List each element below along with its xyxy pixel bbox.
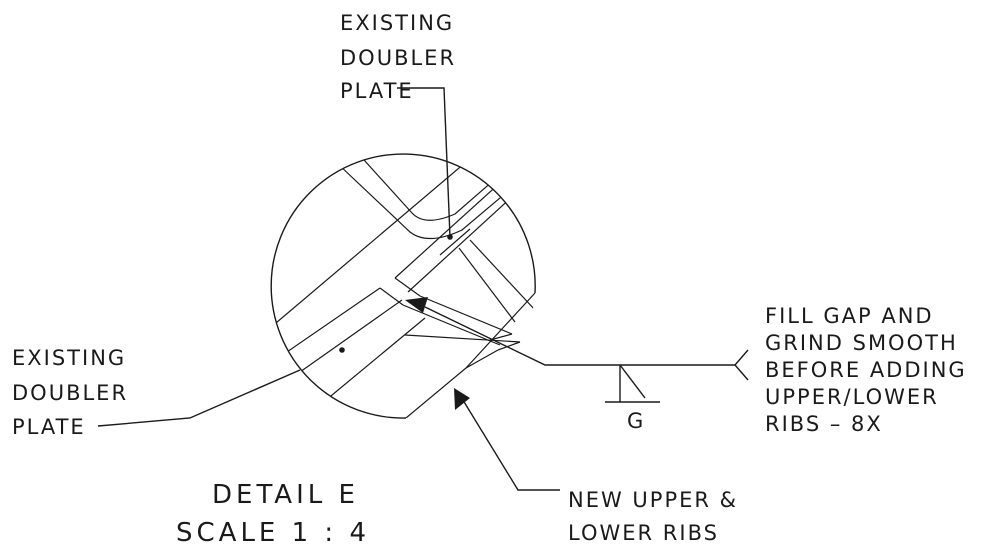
detail-geometry — [271, 154, 535, 418]
leader-dot-left — [339, 347, 345, 353]
leader-fill-gap-tail — [734, 349, 749, 381]
detail-circle — [270, 153, 536, 419]
label-left-doubler: EXISTING DOUBLER PLATE — [12, 346, 128, 439]
label-top-doubler: EXISTING DOUBLER PLATE — [340, 11, 456, 103]
arrowhead-fill-gap — [405, 297, 428, 313]
detail-title: DETAIL E — [212, 480, 359, 510]
label-line: GRIND SMOOTH — [765, 331, 958, 355]
arrowhead-new-ribs — [454, 388, 470, 410]
detail-scale: SCALE 1 : 4 — [176, 518, 370, 547]
label-line: DOUBLER — [12, 381, 128, 405]
label-line: DOUBLER — [340, 46, 456, 70]
label-fill-gap: FILL GAP AND GRIND SMOOTH BEFORE ADDING … — [765, 304, 967, 436]
label-line: LOWER RIBS — [568, 521, 719, 545]
label-line: UPPER/LOWER — [765, 385, 939, 409]
section-cut-line — [465, 292, 536, 369]
leader-top-doubler — [397, 87, 451, 238]
label-line: FILL GAP AND — [765, 304, 934, 328]
label-new-ribs: NEW UPPER & LOWER RIBS — [568, 488, 738, 545]
label-line: NEW UPPER & — [568, 488, 738, 512]
label-line: EXISTING — [12, 346, 126, 370]
leader-fill-gap — [424, 306, 735, 366]
label-line: BEFORE ADDING — [765, 358, 967, 382]
weld-symbol-letter: G — [627, 409, 645, 433]
label-line: PLATE — [340, 79, 414, 103]
weld-symbol — [605, 364, 660, 403]
label-line: PLATE — [12, 415, 86, 439]
leader-left-doubler — [97, 369, 301, 427]
label-line: RIBS – 8X — [765, 412, 883, 436]
label-line: EXISTING — [340, 11, 454, 35]
leader-new-ribs — [457, 391, 560, 491]
